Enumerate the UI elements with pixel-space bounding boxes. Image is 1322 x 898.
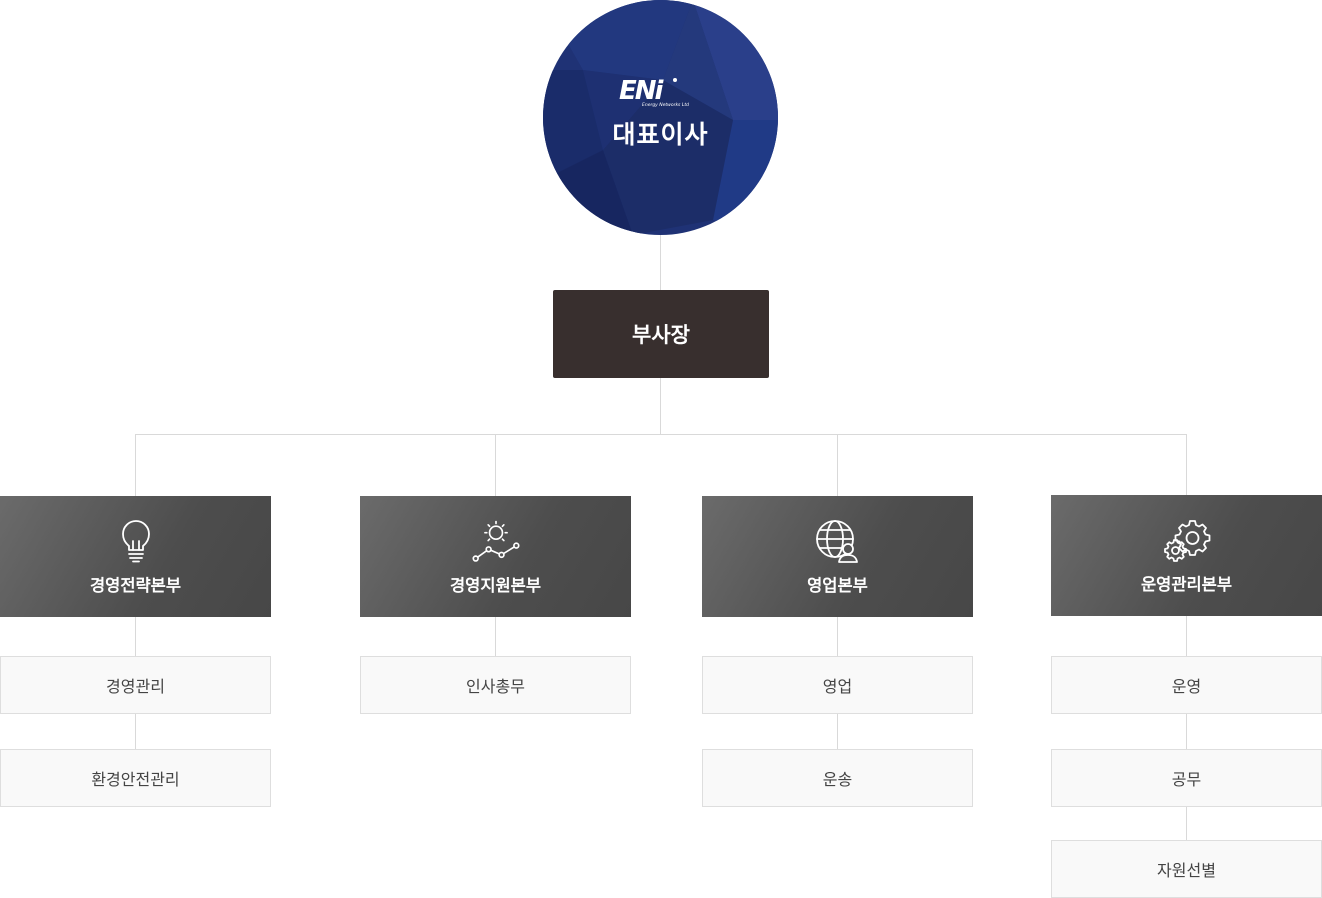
team-resource-sorting: 자원선별 — [1051, 840, 1322, 898]
connector-bus-division-1 — [135, 434, 136, 496]
vice-president-title: 부사장 — [632, 323, 690, 347]
division-label: 경영지원본부 — [449, 576, 542, 595]
division-label: 영업본부 — [807, 576, 868, 595]
team-label: 공무 — [1171, 770, 1202, 789]
connector-bus-division-3 — [837, 434, 838, 496]
ceo-node: ENi Energy Networks Ltd 대표이사 — [543, 0, 778, 235]
connector-division-4-teams — [1186, 616, 1187, 840]
lightbulb-icon — [112, 518, 160, 564]
division-strategy: 경영전략본부 — [0, 496, 271, 617]
connector-ceo-vp — [660, 235, 661, 290]
team-label: 인사총무 — [466, 677, 525, 696]
division-sales: 영업본부 — [702, 496, 973, 617]
growth-chart-icon — [471, 518, 520, 564]
connector-vp-bus — [660, 378, 661, 434]
globe-user-icon — [814, 518, 862, 564]
team-env-safety: 환경안전관리 — [0, 749, 271, 807]
svg-text:ENi: ENi — [619, 76, 665, 106]
team-label: 자원선별 — [1157, 861, 1216, 880]
division-support: 경영지원본부 — [360, 496, 631, 617]
team-label: 운영 — [1171, 677, 1202, 696]
team-hr-general: 인사총무 — [360, 656, 631, 714]
gears-icon — [1163, 517, 1211, 563]
ceo-facet-background — [543, 0, 778, 235]
team-sales: 영업 — [702, 656, 973, 714]
team-operation: 운영 — [1051, 656, 1322, 714]
connector-bus-division-4 — [1186, 434, 1187, 495]
connector-division-2-teams — [495, 617, 496, 656]
team-label: 영업 — [822, 677, 853, 696]
division-label: 운영관리본부 — [1140, 575, 1233, 594]
vice-president-node: 부사장 — [553, 290, 769, 378]
connector-bus-division-2 — [495, 434, 496, 496]
team-label: 경영관리 — [106, 677, 165, 696]
team-label: 환경안전관리 — [91, 770, 180, 789]
ceo-title: 대표이사 — [612, 119, 709, 149]
team-transport: 운송 — [702, 749, 973, 807]
svg-text:Energy Networks Ltd: Energy Networks Ltd — [642, 102, 689, 108]
team-engineering: 공무 — [1051, 749, 1322, 807]
team-label: 운송 — [822, 770, 853, 789]
division-label: 경영전략본부 — [89, 576, 182, 595]
company-logo-icon: ENi Energy Networks Ltd — [619, 76, 689, 108]
team-management: 경영관리 — [0, 656, 271, 714]
connector-division-bus — [135, 434, 1187, 435]
division-operations: 운영관리본부 — [1051, 495, 1322, 616]
